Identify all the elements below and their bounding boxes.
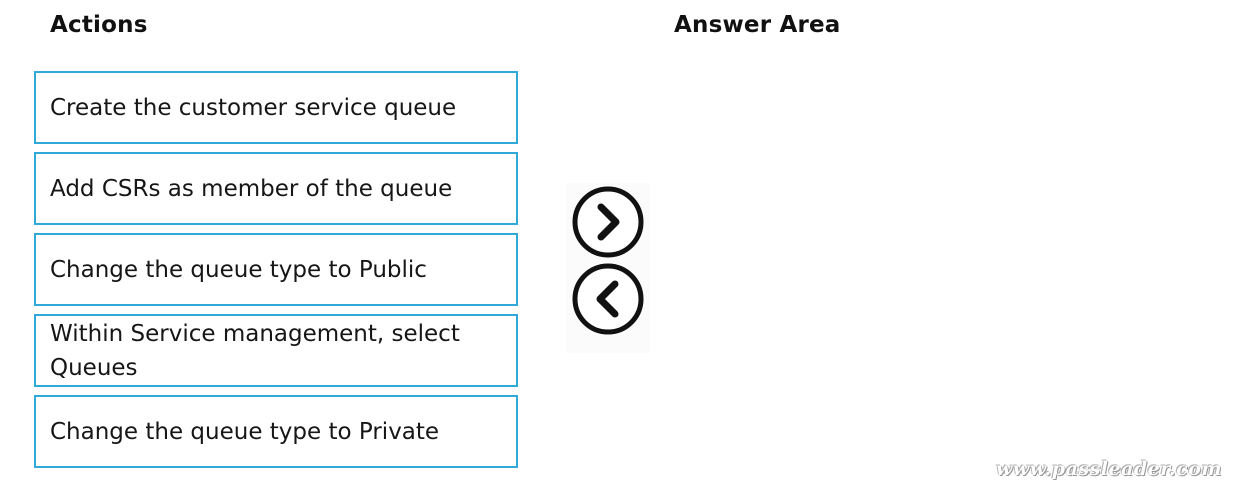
action-item-add-csrs[interactable]: Add CSRs as member of the queue <box>34 152 518 225</box>
move-left-button[interactable] <box>571 262 645 336</box>
action-item-select-queues[interactable]: Within Service management, select Queues <box>34 314 518 387</box>
action-item-type-public[interactable]: Change the queue type to Public <box>34 233 518 306</box>
move-controls <box>566 183 650 353</box>
chevron-left-circle-icon <box>572 263 644 335</box>
action-item-label: Change the queue type to Public <box>50 256 427 283</box>
action-item-label: Within Service management, select Queues <box>50 320 460 381</box>
actions-heading: Actions <box>50 12 148 38</box>
watermark: www.passleader.com <box>996 458 1222 480</box>
chevron-right-circle-icon <box>572 186 644 258</box>
actions-list: Create the customer service queue Add CS… <box>34 71 518 476</box>
action-item-label: Change the queue type to Private <box>50 418 440 445</box>
action-item-label: Create the customer service queue <box>50 94 457 121</box>
action-item-create-queue[interactable]: Create the customer service queue <box>34 71 518 144</box>
answer-area-dropzone[interactable] <box>674 60 1194 460</box>
action-item-label: Add CSRs as member of the queue <box>50 175 453 202</box>
action-item-type-private[interactable]: Change the queue type to Private <box>34 395 518 468</box>
move-right-button[interactable] <box>571 185 645 259</box>
answer-area-heading: Answer Area <box>674 12 841 38</box>
